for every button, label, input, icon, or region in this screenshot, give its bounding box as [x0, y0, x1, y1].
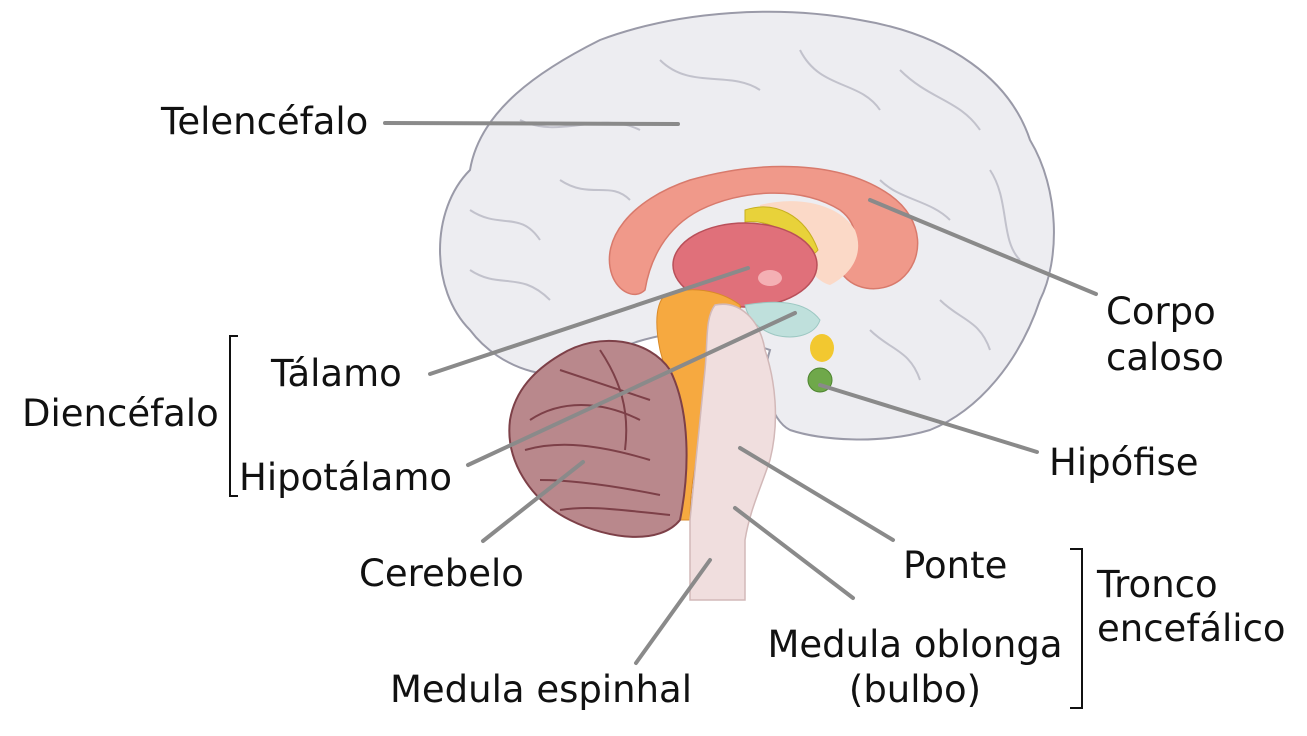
leader-medula-espinhal [634, 558, 712, 665]
leader-medula-oblonga [733, 506, 855, 600]
bracket-tronco [1070, 548, 1083, 709]
label-hipotalamo: Hipotálamo [239, 456, 453, 499]
label-corpo-caloso-line1: Corpo [1106, 290, 1216, 333]
label-medula-oblonga-line2: (bulbo) [848, 668, 982, 711]
label-medula-espinhal: Medula espinhal [390, 668, 692, 711]
leader-hipofise [818, 383, 1039, 454]
cerebellum-shape [508, 339, 688, 538]
cerebellum-folia [524, 349, 671, 516]
leader-telencefalo [383, 121, 680, 126]
label-telencefalo: Telencéfalo [161, 100, 369, 143]
label-corpo-caloso-line2: caloso [1106, 336, 1224, 379]
hypophysis-stalk-shape [810, 334, 834, 362]
label-tronco-line2: encefálico [1097, 607, 1286, 650]
corpus-callosum-shape [608, 165, 919, 296]
leader-cerebelo [481, 460, 585, 543]
label-talamo: Tálamo [271, 352, 402, 395]
leader-ponte [738, 446, 895, 542]
label-diencefalo: Diencéfalo [22, 392, 219, 435]
brainstem-shape [689, 303, 777, 601]
thalamus-highlight [758, 270, 782, 286]
label-ponte: Ponte [903, 544, 1008, 587]
gyri-lines [469, 49, 1021, 381]
bracket-diencefalo [229, 335, 238, 497]
leader-lines [383, 121, 1098, 665]
label-medula-oblonga-line1: Medula oblonga [767, 623, 1063, 666]
label-cerebelo: Cerebelo [359, 552, 524, 595]
label-tronco-line1: Tronco [1097, 563, 1218, 606]
leader-talamo [428, 266, 750, 376]
label-hipofise: Hipófise [1049, 441, 1199, 484]
leader-hipotalamo [466, 311, 797, 467]
leader-corpo-caloso [868, 198, 1098, 296]
